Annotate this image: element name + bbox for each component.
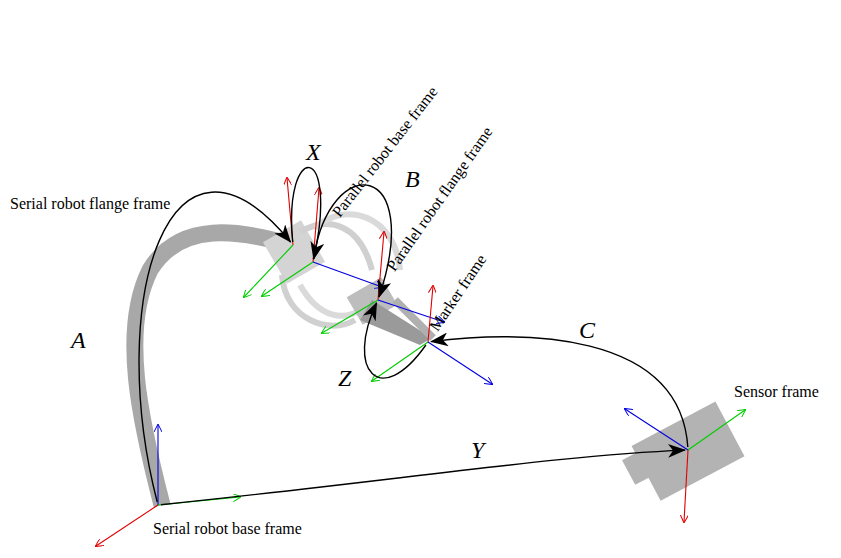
frame-label: Sensor frame [734, 384, 819, 400]
frame-label: Serial robot flange frame [10, 196, 170, 212]
coordinate-frame: Marker frame [425, 339, 431, 345]
transform-label: C [578, 318, 596, 342]
marker-tool [360, 300, 432, 345]
coordinate-frame: Parallel robot base frame [310, 259, 316, 265]
serial-robot-arm [135, 233, 292, 505]
marker-tool-tip [395, 300, 433, 338]
coordinate-frame: Parallel robot flange frame [375, 297, 381, 303]
transform-arrow [364, 303, 425, 378]
coordinate-frame: Serial robot flange frame [290, 242, 296, 248]
transform-arrow [431, 337, 688, 447]
frame-label: Serial robot base frame [153, 521, 302, 537]
transform-label: B [404, 167, 421, 191]
transform-label: A [70, 328, 87, 352]
transform-arrow [139, 192, 291, 502]
transform-arrow [161, 450, 685, 505]
transform-label: Y [470, 438, 485, 462]
transform-label: Z [337, 366, 352, 390]
frame-label: Marker frame [427, 252, 490, 334]
frame-label: Parallel robot flange frame [384, 124, 496, 274]
coordinate-frame: Serial robot base frame [155, 502, 161, 508]
transform-label: X [305, 140, 322, 164]
coordinate-frame: Sensor frame [685, 447, 691, 453]
